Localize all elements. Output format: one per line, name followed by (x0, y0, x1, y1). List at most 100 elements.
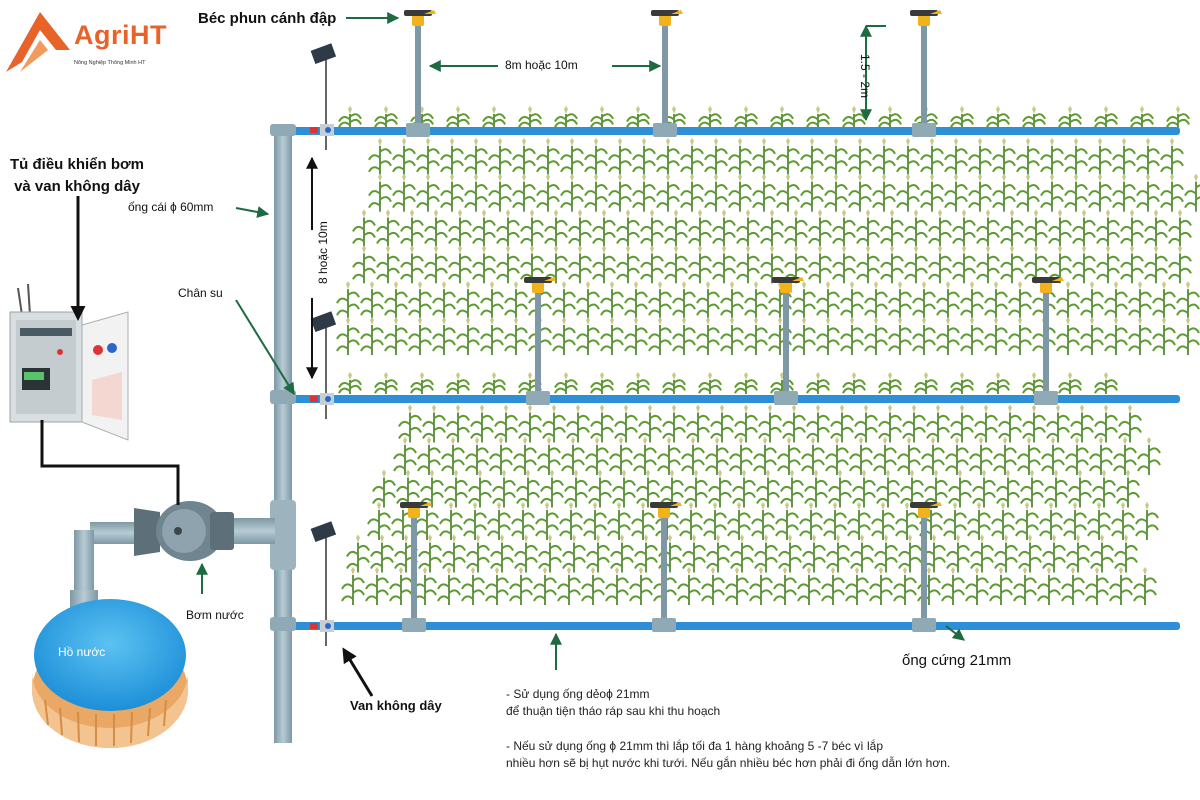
corn-plant (770, 106, 794, 128)
corn-plant (413, 567, 437, 605)
corn-plant (442, 534, 466, 573)
corn-plant (705, 437, 729, 475)
corn-plant (984, 317, 1008, 355)
corn-plant (588, 469, 612, 508)
corn-plant (760, 209, 784, 248)
corn-plant (1090, 534, 1114, 573)
corn-plant (967, 502, 991, 540)
corn-plant (537, 437, 561, 475)
corn-plant (1094, 404, 1118, 443)
corn-plant (365, 567, 389, 605)
corn-plant (463, 502, 487, 540)
corn-plant (1040, 173, 1064, 212)
corn-plant (1013, 567, 1037, 605)
corn-plant (1168, 209, 1192, 248)
corn-plant (624, 317, 648, 355)
corn-plant (368, 173, 392, 212)
corn-plant (912, 317, 936, 355)
corn-plant (610, 534, 634, 573)
corn-plant (664, 245, 688, 284)
corn-plant (945, 437, 969, 475)
corn-plant (986, 106, 1010, 128)
corn-plant (489, 437, 513, 475)
corn-plant (600, 317, 624, 355)
corn-plant (417, 437, 441, 475)
corn-plant (336, 317, 360, 355)
sprinkler-icon (910, 10, 942, 137)
corn-plant (896, 173, 920, 212)
corn-plant (824, 173, 848, 212)
corn-plant (488, 137, 512, 176)
corn-plant (950, 372, 974, 394)
corn-plant (864, 281, 888, 320)
corn-plant (797, 567, 821, 605)
corn-plant (989, 567, 1013, 605)
corn-plant (826, 534, 850, 573)
corn-plant (1152, 281, 1176, 320)
corn-plant (632, 173, 656, 212)
corn-plant (701, 567, 725, 605)
corn-plant (1144, 245, 1168, 284)
corn-plant (400, 209, 424, 248)
corn-plant (566, 404, 590, 443)
corn-plant (880, 245, 904, 284)
corn-plant (367, 502, 391, 540)
height-label: 1.5 - 2m (858, 54, 872, 99)
corn-plant (590, 106, 614, 128)
wireless-valve-icon (310, 311, 337, 419)
corn-plant (825, 437, 849, 475)
main-pipe (225, 124, 296, 743)
corn-plant (1017, 437, 1041, 475)
corn-plant (1118, 404, 1142, 443)
corn-plant (1046, 404, 1070, 443)
controller-label: Tủ điều khiển bơm và van không dây (10, 156, 145, 195)
corn-plant (1130, 106, 1154, 128)
corn-plant (664, 209, 688, 248)
corn-plant (633, 437, 657, 475)
corn-plant (734, 372, 758, 394)
corn-plant (898, 534, 922, 573)
corn-plant (941, 567, 965, 605)
corn-plant (816, 317, 840, 355)
sprinkler-icon (772, 277, 804, 405)
corn-plant (1018, 534, 1042, 573)
corn-plant (536, 173, 560, 212)
rubber-foot-label: Chân su (178, 286, 223, 300)
corn-plant (512, 173, 536, 212)
corn-plant (432, 317, 456, 355)
corn-plant (936, 281, 960, 320)
corn-plant (792, 317, 816, 355)
corn-plant (970, 534, 994, 573)
corn-plant (904, 209, 928, 248)
corn-plant (688, 209, 712, 248)
corn-plant (968, 173, 992, 212)
corn-plant (1068, 469, 1092, 508)
corn-plant (1022, 404, 1046, 443)
corn-plant (461, 567, 485, 605)
corn-plant (984, 281, 1008, 320)
corn-plant (468, 469, 492, 508)
lateral-pipes (290, 127, 1180, 630)
corn-plant (632, 137, 656, 176)
corn-plant (712, 209, 736, 248)
corn-plant (824, 137, 848, 176)
corn-plant (680, 137, 704, 176)
corn-plant (806, 404, 830, 443)
corn-plant (544, 209, 568, 248)
corn-plant (590, 372, 614, 394)
corn-plant (396, 469, 420, 508)
corn-plant (1112, 137, 1136, 176)
corn-plant (754, 534, 778, 573)
corn-plant (472, 209, 496, 248)
corn-plant (784, 245, 808, 284)
corn-plant (1136, 137, 1160, 176)
corn-plant (775, 502, 799, 540)
sprinkler-icon (524, 277, 556, 405)
corn-plant (1040, 137, 1064, 176)
corn-plant (446, 372, 470, 394)
corn-plant (799, 502, 823, 540)
corn-plant (806, 372, 830, 394)
corn-plant (360, 281, 384, 320)
corn-plant (444, 469, 468, 508)
corn-plant (612, 469, 636, 508)
